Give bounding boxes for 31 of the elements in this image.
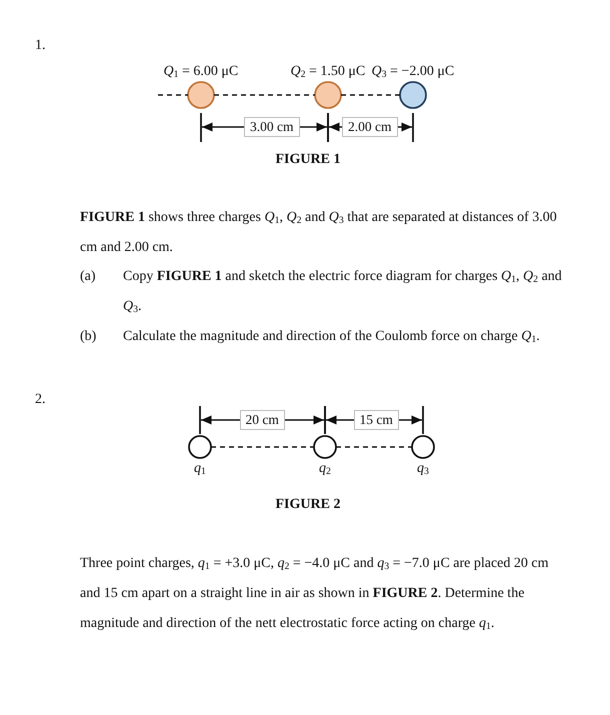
dashed-line: [158, 94, 188, 96]
charge-label: Q$_{1}$ = 6.00 μC: [164, 64, 238, 80]
charge-circle: [187, 81, 215, 109]
dimension-label: 3.00 cm: [244, 117, 300, 137]
charge-circle: [314, 81, 342, 109]
dashed-line: [214, 94, 315, 96]
question-text: Calculate the magnitude and direction of the Coulomb force on charge Q$_{1}$.: [123, 328, 541, 347]
dimension-label: 2.00 cm: [342, 117, 398, 137]
dashed-line: [336, 446, 412, 448]
charge-label: q$_{3}$: [417, 461, 429, 477]
dashed-line: [211, 446, 314, 448]
charge-circle: [411, 435, 435, 459]
dimension-label: 15 cm: [354, 410, 399, 430]
charge-label: q$_{2}$: [319, 461, 331, 477]
charge-circle: [188, 435, 212, 459]
question-text: FIGURE 1 shows three charges Q$_{1}$, Q$_{2}$ and Q$_{3}$ that are separated at distances of 3.00 cm and 2.00 cm.: [80, 209, 558, 257]
figure-caption: FIGURE 1: [276, 152, 340, 168]
dashed-line: [341, 94, 400, 96]
figure-caption: FIGURE 2: [276, 497, 340, 513]
charge-circle: [313, 435, 337, 459]
charge-label: q$_{1}$: [194, 461, 206, 477]
part-label: (b): [80, 328, 98, 346]
question-number: 1.: [35, 38, 46, 54]
part-label: (a): [80, 268, 97, 286]
charge-label: Q$_{3}$ = −2.00 μC: [372, 64, 454, 80]
question-number: 2.: [35, 392, 46, 408]
question-text: Three point charges, q$_{1}$ = +3.0 μC, q$_{2}$ = −4.0 μC and q$_{3}$ = −7.0 μC are placed 20 cm and 15 cm apart on a straight line in air as shown in FIGURE 2. Determine the magnitude and direction of the nett electrostatic force acting on charge q$_{1}$.: [80, 555, 550, 634]
charge-label: Q$_{2}$ = 1.50 μC: [290, 64, 366, 80]
dimension-label: 20 cm: [240, 410, 285, 430]
charge-circle: [399, 81, 427, 109]
question-text: Copy FIGURE 1 and sketch the electric force diagram for charges Q$_{1}$, Q$_{2}$ and Q$_{3}$.: [123, 268, 563, 317]
